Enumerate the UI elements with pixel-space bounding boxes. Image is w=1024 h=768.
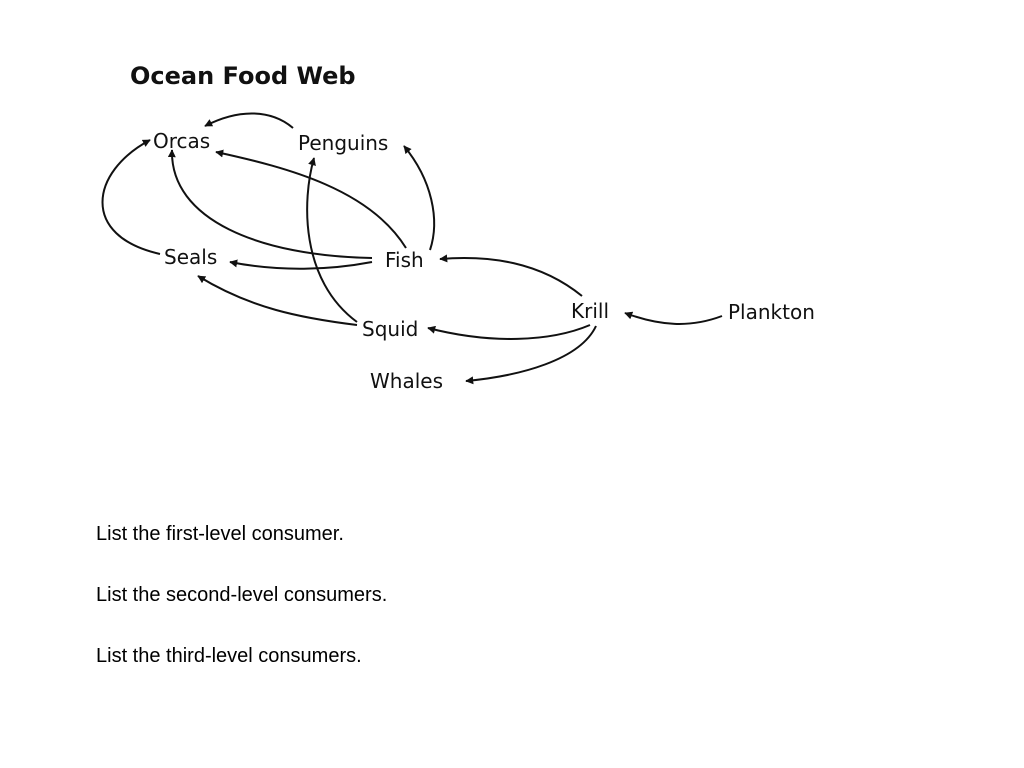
link-krill-squid <box>427 324 591 340</box>
link-seals-orcas <box>101 139 161 255</box>
node-krill: Krill <box>571 299 609 323</box>
link-squid-penguins <box>306 157 358 323</box>
link-krill-fish <box>439 254 583 297</box>
question-list: List the first-level consumer. List the … <box>96 521 387 704</box>
link-fish-penguins <box>403 145 436 251</box>
node-squid: Squid <box>362 317 418 341</box>
link-krill-whales <box>465 325 597 385</box>
node-penguins: Penguins <box>298 131 388 155</box>
diagram-title: Ocean Food Web <box>130 62 356 90</box>
link-plankton-krill <box>624 311 723 325</box>
link-fish-seals <box>229 259 373 270</box>
node-seals: Seals <box>164 245 217 269</box>
node-fish: Fish <box>385 248 424 272</box>
node-whales: Whales <box>370 369 443 393</box>
link-fish-orcas-2 <box>215 149 407 249</box>
node-plankton: Plankton <box>728 300 815 324</box>
link-squid-seals <box>197 275 358 326</box>
link-penguins-orcas <box>204 112 294 129</box>
question-first-level: List the first-level consumer. <box>96 523 344 545</box>
question-third-level: List the third-level consumers. <box>96 645 362 667</box>
link-fish-orcas <box>167 149 373 259</box>
node-orcas: Orcas <box>153 129 210 153</box>
question-second-level: List the second-level consumers. <box>96 584 388 606</box>
food-web-diagram: Orcas Penguins Seals Fish Krill Plankton… <box>101 112 815 393</box>
